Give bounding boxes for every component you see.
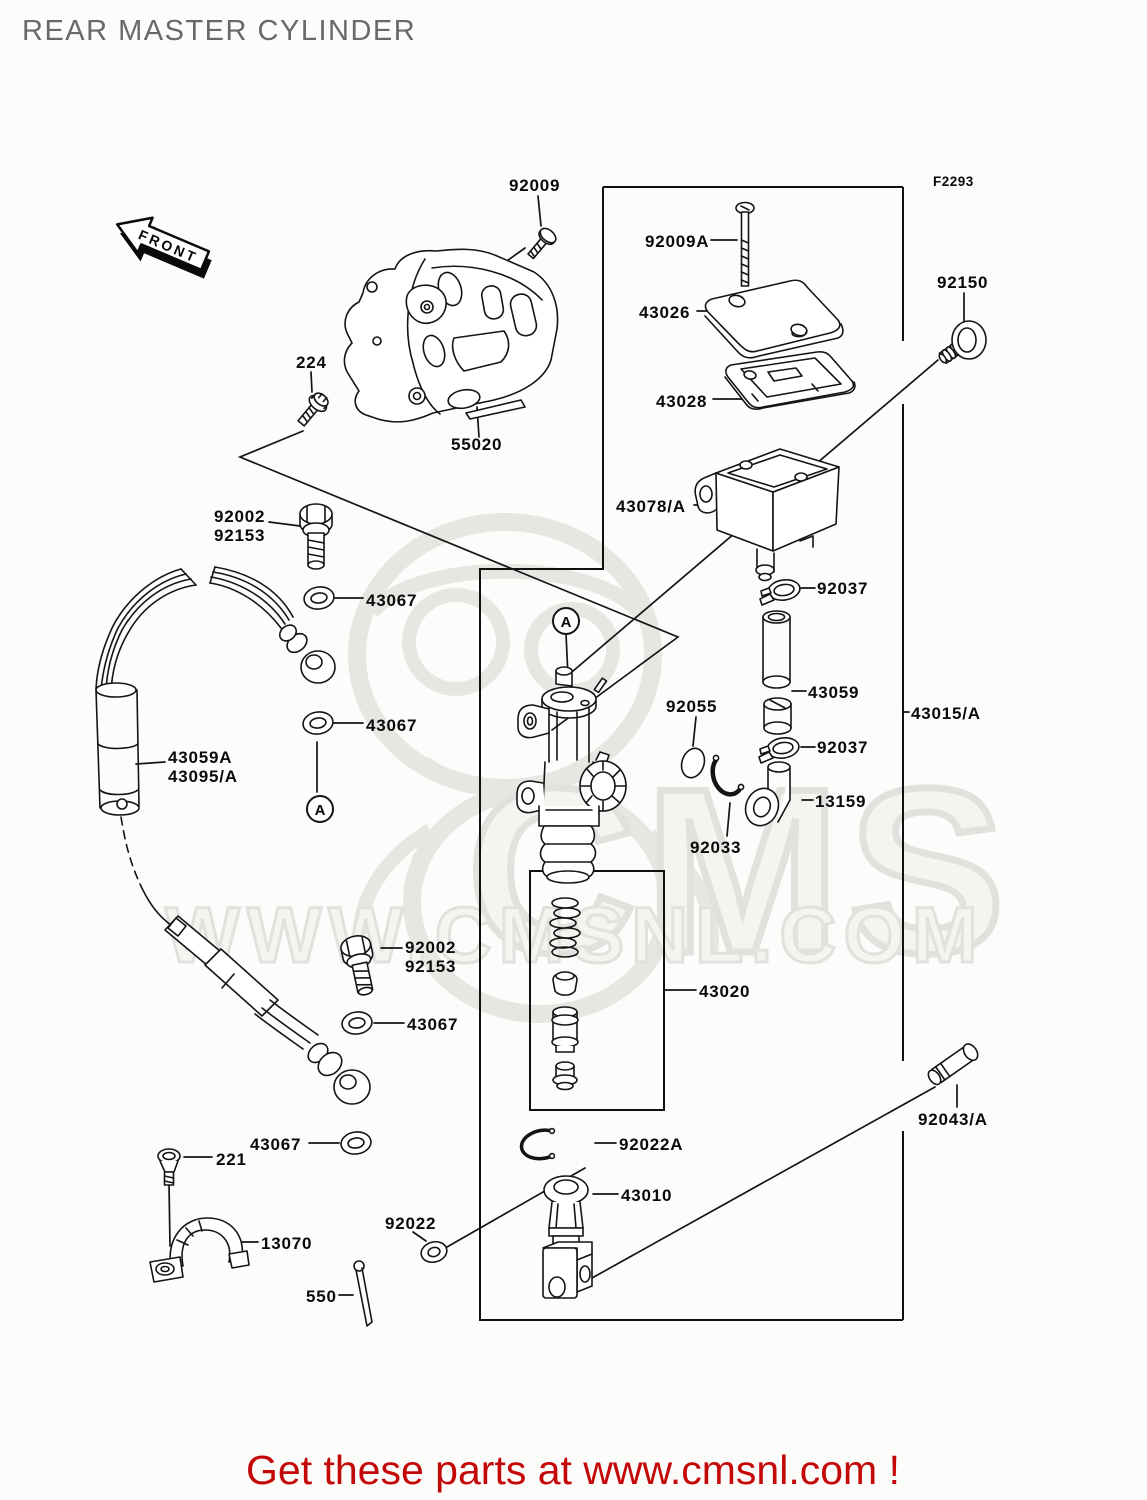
- part-label-92153-lower: 92153: [405, 957, 456, 976]
- part-label-92037-upper: 92037: [817, 579, 868, 598]
- part-drawing-43067-washer-1: [303, 586, 335, 610]
- part-label-92153-upper: 92153: [214, 526, 265, 545]
- part-drawing-92009-screw: [527, 227, 557, 260]
- part-drawing-92150-bolt: [938, 320, 987, 365]
- part-drawing-92055-oring: [680, 747, 706, 779]
- part-drawing-92033-snapring: [710, 754, 745, 797]
- part-drawing-224-bolt: [297, 392, 329, 427]
- part-drawing-43026-cap: [704, 279, 844, 359]
- part-label-92150: 92150: [937, 273, 988, 292]
- part-drawing-92002-banjo-bolt-lower: [340, 935, 374, 996]
- part-label-43020: 43020: [699, 982, 750, 1001]
- part-label-92022a: 92022A: [619, 1135, 683, 1154]
- part-label-92002-upper: 92002: [214, 507, 265, 526]
- part-label-221: 221: [216, 1150, 247, 1169]
- part-labels: 92009 F2293 224 55020 92009A 43026 43028…: [168, 174, 988, 1306]
- page-title: REAR MASTER CYLINDER: [22, 15, 416, 47]
- svg-text:A: A: [561, 614, 572, 631]
- part-drawing-43010-pushrod: [542, 1175, 593, 1299]
- cmsnl-banner-link[interactable]: Get these parts at www.cmsnl.com !: [246, 1447, 900, 1493]
- part-label-92043a: 92043/A: [918, 1110, 988, 1129]
- part-drawing-13070-clamp: [149, 1217, 250, 1283]
- part-label-43095a: 43095/A: [168, 767, 238, 786]
- group-box-43015: [479, 186, 904, 1321]
- part-drawing-43067-washer-4: [340, 1131, 372, 1155]
- part-label-13070: 13070: [261, 1234, 312, 1253]
- part-label-92033: 92033: [690, 838, 741, 857]
- part-label-43067-3: 43067: [407, 1015, 458, 1034]
- part-label-43015a: 43015/A: [911, 704, 981, 723]
- part-drawing-43067-washer-3: [341, 1011, 373, 1035]
- part-label-92037-lower: 92037: [817, 738, 868, 757]
- part-drawing-43078a-reservoir: [694, 448, 840, 582]
- part-drawing-43020-kit: [549, 897, 581, 1091]
- part-label-92022: 92022: [385, 1214, 436, 1233]
- part-label-43067-1: 43067: [366, 591, 417, 610]
- detail-marker-a-top: A: [552, 607, 580, 635]
- part-label-43067-4: 43067: [250, 1135, 301, 1154]
- part-drawing-55020-bracket: [343, 248, 559, 423]
- part-drawing-43028-tray: [724, 350, 856, 410]
- part-drawing-221-screw: [157, 1148, 181, 1186]
- front-arrow: FRONT: [115, 216, 212, 279]
- part-drawing-550-cotter-pin: [353, 1260, 373, 1327]
- part-label-43059a: 43059A: [168, 748, 232, 767]
- part-drawing-92037-clamp-lower: [758, 737, 800, 764]
- figure-code: F2293: [933, 174, 974, 189]
- part-drawing-master-cylinder-body: [516, 666, 627, 884]
- part-label-43028: 43028: [656, 392, 707, 411]
- part-label-43026: 43026: [639, 303, 690, 322]
- part-drawing-43059-hose: [762, 610, 792, 735]
- part-label-550: 550: [306, 1287, 337, 1306]
- group-box-43020: [529, 870, 665, 1111]
- part-drawing-92002-banjo-bolt-upper: [299, 503, 333, 570]
- part-label-43010: 43010: [621, 1186, 672, 1205]
- part-drawing-92009a-screw: [735, 201, 755, 287]
- part-drawing-43059a-hose: [95, 566, 371, 1105]
- part-drawing-92022-washer: [420, 1240, 448, 1264]
- part-label-43078a: 43078/A: [616, 497, 686, 516]
- part-label-92009: 92009: [509, 176, 560, 195]
- part-drawing-13159-elbow: [744, 761, 791, 827]
- part-label-43067-2: 43067: [366, 716, 417, 735]
- part-drawing-43067-washer-2: [302, 711, 334, 735]
- part-label-13159: 13159: [815, 792, 866, 811]
- part-drawing-92022a-snapring: [519, 1127, 556, 1161]
- part-label-55020: 55020: [451, 435, 502, 454]
- detail-marker-a-left: A: [306, 795, 334, 823]
- part-label-92009a: 92009A: [645, 232, 709, 251]
- part-label-92002-lower: 92002: [405, 938, 456, 957]
- part-label-224: 224: [296, 353, 327, 372]
- part-drawing-92043a-pin: [927, 1043, 979, 1086]
- svg-text:A: A: [315, 802, 326, 819]
- part-label-92055: 92055: [666, 697, 717, 716]
- part-drawing-92037-clamp-upper: [759, 579, 801, 606]
- part-label-43059: 43059: [808, 683, 859, 702]
- watermark-url: WWW.CMSNL.COM: [165, 890, 984, 979]
